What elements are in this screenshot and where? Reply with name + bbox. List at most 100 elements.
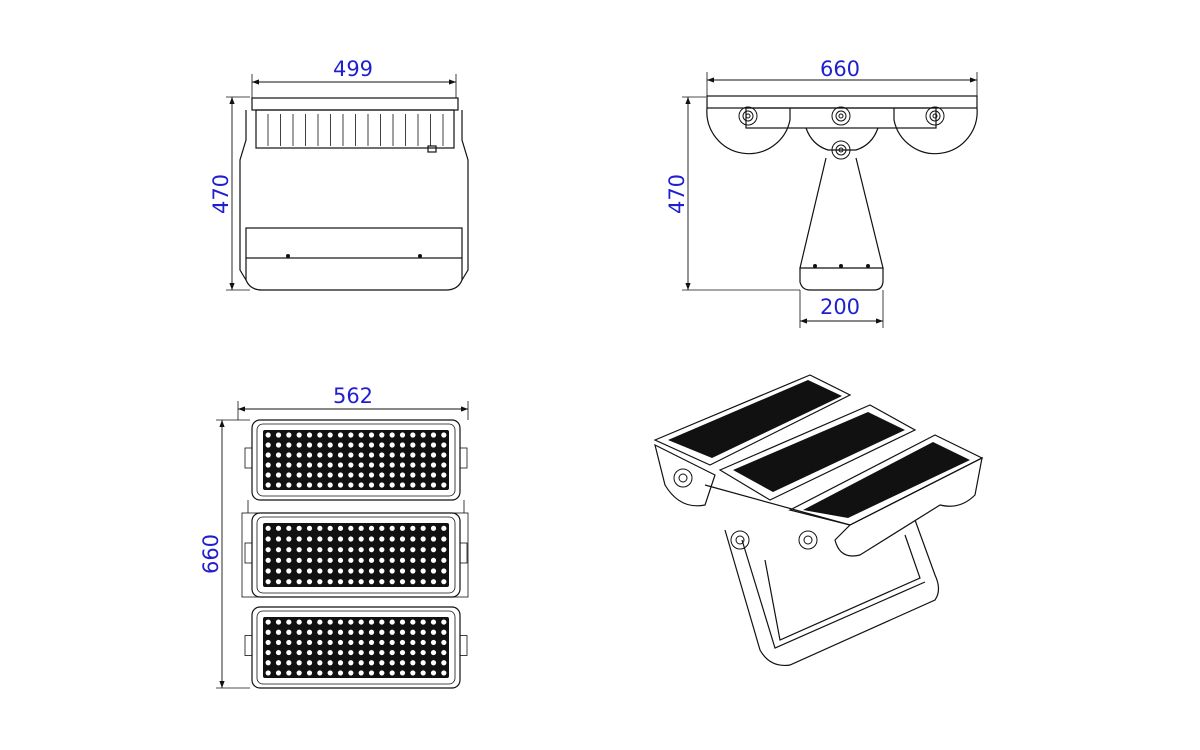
led <box>368 525 375 531</box>
led <box>420 472 426 478</box>
led <box>410 660 416 666</box>
led <box>275 442 282 448</box>
led <box>296 660 302 666</box>
led <box>317 619 323 625</box>
led <box>399 660 406 666</box>
led <box>337 536 344 542</box>
led <box>337 557 344 563</box>
side-height-label: 470 <box>665 174 689 214</box>
front-height-label: 470 <box>209 174 233 214</box>
led <box>306 670 313 676</box>
led <box>317 547 323 553</box>
led <box>317 525 323 531</box>
led <box>275 639 282 646</box>
led <box>368 649 375 656</box>
led <box>389 547 395 553</box>
led <box>420 442 426 448</box>
led <box>379 452 385 458</box>
led <box>410 536 416 542</box>
led <box>265 536 271 542</box>
led <box>379 525 385 531</box>
led <box>420 432 426 438</box>
led <box>265 432 271 438</box>
led <box>410 525 416 531</box>
led <box>368 442 375 448</box>
led <box>337 442 344 448</box>
led <box>275 452 282 458</box>
led <box>348 670 354 676</box>
led <box>306 639 313 646</box>
led <box>420 452 426 458</box>
led <box>410 568 416 574</box>
led <box>348 649 354 656</box>
led <box>379 472 385 478</box>
led <box>317 482 323 488</box>
led <box>348 452 354 458</box>
led <box>306 525 313 531</box>
led <box>441 442 447 448</box>
led <box>420 619 426 625</box>
led <box>317 536 323 542</box>
led <box>296 525 302 531</box>
led <box>286 462 292 468</box>
led <box>317 670 323 676</box>
led <box>348 619 354 625</box>
led <box>441 660 447 666</box>
led <box>317 557 323 563</box>
led <box>348 568 354 574</box>
led <box>265 639 271 646</box>
led <box>410 432 416 438</box>
led <box>399 629 406 635</box>
led <box>327 579 333 585</box>
led <box>348 432 354 438</box>
led <box>358 557 364 563</box>
led <box>348 442 354 448</box>
led <box>389 579 395 585</box>
led <box>348 462 354 468</box>
led <box>337 670 344 676</box>
led <box>441 649 447 656</box>
led <box>306 557 313 563</box>
led <box>337 649 344 656</box>
led <box>348 579 354 585</box>
led <box>389 649 395 656</box>
led <box>430 568 437 574</box>
led <box>317 660 323 666</box>
led <box>420 525 426 531</box>
led <box>306 482 313 488</box>
led <box>389 670 395 676</box>
led <box>337 432 344 438</box>
led <box>441 525 447 531</box>
led <box>306 629 313 635</box>
led <box>389 432 395 438</box>
led <box>379 670 385 676</box>
led <box>399 568 406 574</box>
front-view: 499 470 <box>209 57 469 291</box>
led <box>358 660 364 666</box>
led <box>368 462 375 468</box>
led <box>420 482 426 488</box>
led <box>410 472 416 478</box>
led <box>410 629 416 635</box>
led <box>306 432 313 438</box>
led <box>358 432 364 438</box>
led <box>286 660 292 666</box>
side-base-label: 200 <box>820 295 860 319</box>
led <box>327 557 333 563</box>
led <box>410 639 416 646</box>
led <box>441 579 447 585</box>
led <box>389 536 395 542</box>
led <box>265 568 271 574</box>
led <box>327 639 333 646</box>
led <box>430 462 437 468</box>
led <box>368 452 375 458</box>
led <box>379 557 385 563</box>
led <box>420 649 426 656</box>
led <box>296 568 302 574</box>
led <box>441 536 447 542</box>
front-width-label: 499 <box>333 57 373 81</box>
led <box>389 525 395 531</box>
led <box>296 536 302 542</box>
led <box>337 660 344 666</box>
led <box>430 619 437 625</box>
